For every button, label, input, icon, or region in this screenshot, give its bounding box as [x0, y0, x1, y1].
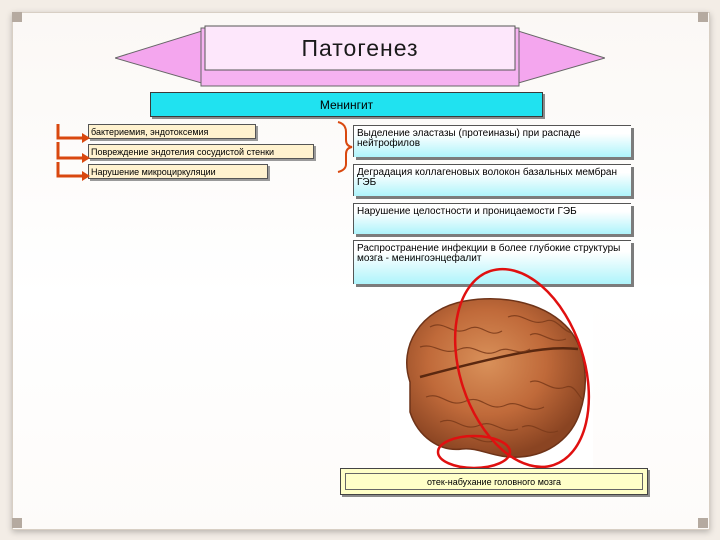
right-item-collagen-degradation: Деградация коллагеновых волокон базальны… [353, 164, 631, 196]
page-title: Патогенез [301, 34, 419, 61]
highlight-ellipse-right-hemisphere [453, 267, 591, 469]
left-item-microcirculation: Нарушение микроциркуляции [88, 164, 268, 179]
corner-decoration-bottom-left [12, 518, 22, 528]
left-item-endothelium-damage: Повреждение эндотелия сосудистой стенки [88, 144, 314, 159]
bracket-arrowhead-1 [82, 133, 90, 143]
left-item-bacteremia: бактериемия, эндотоксемия [88, 124, 256, 139]
title-banner [115, 25, 605, 87]
corner-decoration-top-right [698, 12, 708, 22]
bracket-connector-2 [56, 142, 88, 160]
caption-box: отек-набухание головного мозга [340, 468, 648, 495]
highlight-ellipse-lower [436, 434, 512, 470]
corner-decoration-bottom-right [698, 518, 708, 528]
bracket-connector-3 [56, 162, 88, 178]
disease-box: Менингит [150, 92, 543, 117]
corner-decoration-top-left [12, 12, 22, 22]
right-item-bbb-integrity: Нарушение целостности и проницаемости ГЭ… [353, 203, 631, 234]
right-item-elastase: Выделение эластазы (протеиназы) при расп… [353, 125, 631, 157]
bracket-connector-1 [56, 124, 88, 140]
right-item-infection-spread: Распространение инфекции в более глубоки… [353, 240, 631, 284]
curly-brace [337, 121, 353, 173]
bracket-arrowhead-3 [82, 171, 90, 181]
caption-text: отек-набухание головного мозга [345, 473, 643, 490]
bracket-arrowhead-2 [82, 153, 90, 163]
